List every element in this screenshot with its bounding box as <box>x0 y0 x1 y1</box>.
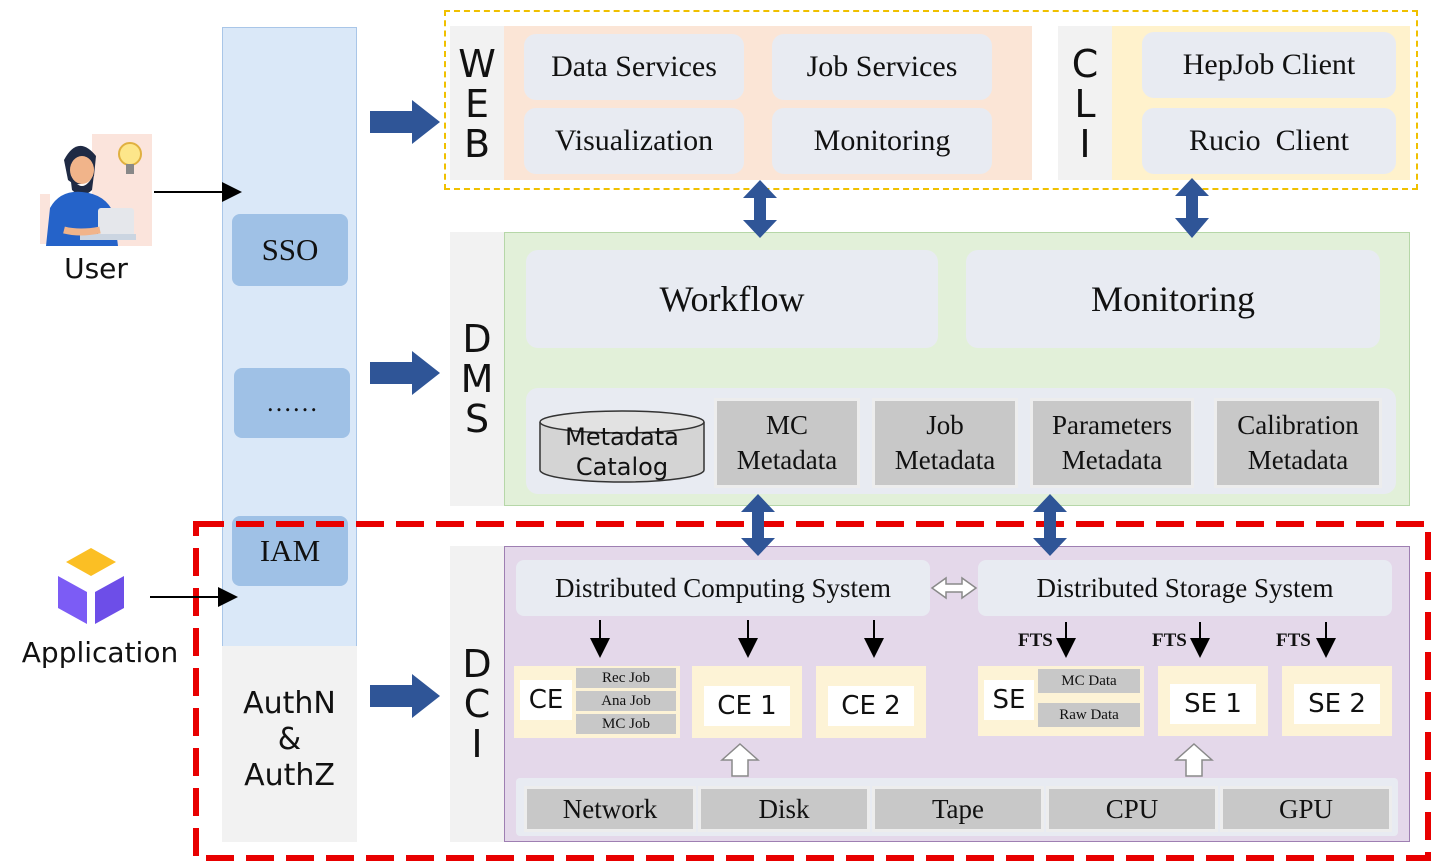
fts-label-se1: FTS <box>1152 630 1187 651</box>
gpu-box: GPU <box>1220 786 1392 832</box>
web-label: W E B <box>458 42 496 166</box>
data-services-box: Data Services <box>524 34 744 100</box>
job-metadata-box: Job Metadata <box>872 398 1018 488</box>
job-services-box: Job Services <box>772 34 992 100</box>
ellipsis-box: …… <box>234 368 350 438</box>
calibration-metadata-box: Calibration Metadata <box>1214 398 1382 488</box>
arrow-to-dci <box>370 674 440 718</box>
visualization-box: Visualization <box>524 108 744 174</box>
user-illustration <box>40 134 152 246</box>
cli-label: C L I <box>1071 42 1099 166</box>
arrow-to-web <box>370 100 440 144</box>
application-label: Application <box>21 636 179 669</box>
raw-data-box: Raw Data <box>1038 703 1140 727</box>
dms-label: D M S <box>460 317 494 441</box>
ce2-box: CE 2 <box>828 686 914 726</box>
rec-job-box: Rec Job <box>576 668 676 688</box>
amp-label: & <box>277 722 302 757</box>
authn-authz-label: AuthN & AuthZ <box>222 686 357 794</box>
tape-box: Tape <box>872 786 1044 832</box>
se1-box: SE 1 <box>1170 684 1256 724</box>
user-icon <box>40 134 152 246</box>
se2-box: SE 2 <box>1294 684 1380 724</box>
iam-box: IAM <box>232 516 348 586</box>
ana-job-box: Ana Job <box>576 691 676 711</box>
ellipsis-label: …… <box>266 388 318 417</box>
parameters-metadata-box: Parameters Metadata <box>1030 398 1194 488</box>
metadata-catalog-line2: Catalog <box>575 453 669 481</box>
cli-label-panel <box>1058 26 1112 180</box>
arrow-to-dms <box>370 351 440 395</box>
rucio-client-box: Rucio Client <box>1142 108 1396 174</box>
web-label-panel <box>450 26 504 180</box>
workflow-box: Workflow <box>526 250 938 348</box>
ce-label-box: CE <box>520 680 572 720</box>
authz-label: AuthZ <box>244 758 335 793</box>
fts-label-se: FTS <box>1018 630 1053 651</box>
mc-job-box: MC Job <box>576 714 676 734</box>
cpu-box: CPU <box>1046 786 1218 832</box>
web-monitoring-box: Monitoring <box>772 108 992 174</box>
web-cli-border <box>444 10 1418 190</box>
hepjob-client-box: HepJob Client <box>1142 32 1396 98</box>
mc-metadata-box: MC Metadata <box>714 398 860 488</box>
network-box: Network <box>524 786 696 832</box>
application-cube-icon <box>58 548 124 624</box>
disk-box: Disk <box>698 786 870 832</box>
iam-label: IAM <box>259 533 321 568</box>
sso-box: SSO <box>232 214 348 286</box>
metadata-catalog: Metadata Catalog <box>538 408 706 484</box>
ce1-box: CE 1 <box>704 686 790 726</box>
fts-label-se2: FTS <box>1276 630 1311 651</box>
database-cylinder-icon <box>539 410 705 483</box>
application-illustration <box>54 546 128 626</box>
distributed-storage-box: Distributed Storage System <box>978 560 1392 616</box>
sso-label: SSO <box>261 232 319 267</box>
user-label: User <box>64 252 128 285</box>
metadata-catalog-line1: Metadata <box>565 423 679 451</box>
mc-data-box: MC Data <box>1038 669 1140 693</box>
authn-label: AuthN <box>243 686 336 721</box>
dci-label: D C I <box>462 642 492 766</box>
se-label-box: SE <box>984 680 1034 720</box>
distributed-computing-box: Distributed Computing System <box>516 560 930 616</box>
dms-label-panel <box>450 232 504 506</box>
dms-monitoring-box: Monitoring <box>966 250 1380 348</box>
